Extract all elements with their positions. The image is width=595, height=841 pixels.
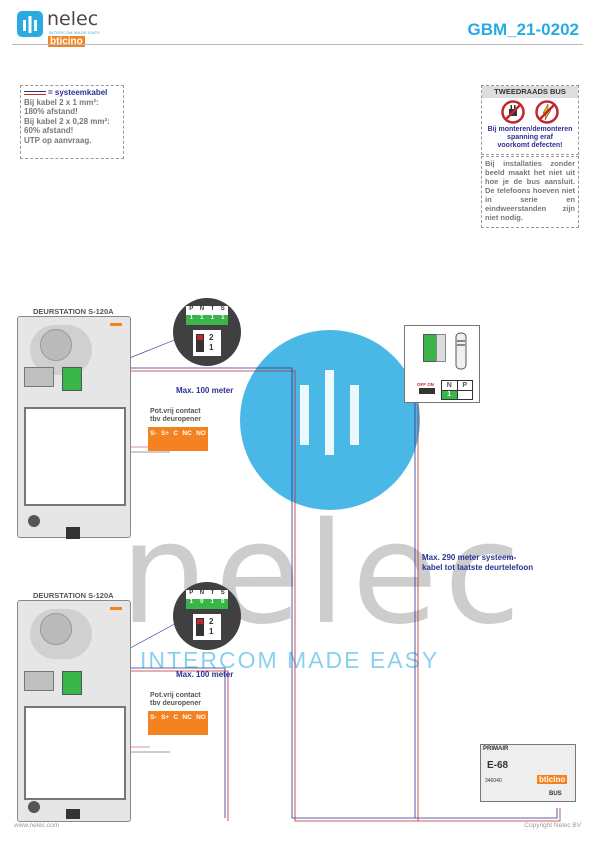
brand-logo-icon	[110, 323, 122, 326]
legend-line: 60% afstand!	[24, 126, 74, 135]
mount-hole	[66, 809, 80, 819]
relay-terminal-block: S- S+ C NC NO	[148, 427, 208, 451]
warning-line: Bij monteren/demonteren	[487, 125, 573, 133]
relay-terminal-block: S- S+ C NC NO	[148, 711, 208, 735]
legend-line: Bij kabel 2 x 0,28 mm²:	[24, 116, 110, 126]
terminal-block	[24, 367, 54, 387]
terminal-block	[24, 671, 54, 691]
indoor-phone: OFF ON N P 1	[404, 325, 480, 403]
system-note: Max. 290 meter systeem- kabel tot laatst…	[422, 553, 533, 573]
terminal-label: NO	[196, 430, 206, 437]
power-supply: PRIMAIR E-68 346040 bticino BUS	[480, 744, 576, 802]
nelec-logo-icon	[17, 11, 43, 37]
legend-cable-row: = systeemkabel	[24, 88, 120, 98]
legend-cable-label: = systeemkabel	[48, 88, 108, 97]
module-frame	[24, 706, 126, 800]
contact-line2: tbv deuropener	[150, 700, 201, 707]
switch-zoom: P N T S 1 0 1 0 2 1	[173, 582, 241, 650]
phone-terminal-label	[436, 334, 446, 362]
system-note-line1: Max. 290 meter systeem-	[422, 553, 517, 562]
door-station	[17, 600, 131, 822]
no-plug-icon	[501, 99, 525, 124]
psu-code: 346040	[485, 778, 502, 784]
distance-label: Max. 100 meter	[176, 670, 234, 679]
handset-icon	[455, 332, 467, 370]
legend-box: = systeemkabel Bij kabel 2 x 1 mm²: 180%…	[20, 85, 124, 159]
contact-label: Pot.vrij contact tbv deuropener	[150, 408, 201, 424]
header-divider	[12, 44, 583, 45]
warning-note: Bij installaties zonder beeld maakt het …	[485, 159, 575, 222]
psu-model: E-68	[487, 760, 509, 771]
dip-switch: 2 1	[193, 614, 221, 640]
terminal-green	[62, 671, 82, 695]
switch-label-row: P N T S	[186, 306, 228, 315]
document-id: GBM_21-0202	[467, 20, 579, 39]
terminal-labels: S- S+ C NC NO	[148, 427, 208, 437]
camera-lens	[40, 329, 72, 361]
terminal-label: C	[173, 714, 179, 721]
np-table: N P 1	[441, 380, 473, 400]
terminal-label: S-	[150, 430, 157, 437]
terminal-label: C	[173, 430, 179, 437]
dip-switch: 2 1	[193, 330, 221, 356]
terminal-label: S+	[160, 714, 170, 721]
header: nelec INTERCOM MADE EASY bticino GBM_21-…	[0, 0, 595, 48]
phone-switch	[419, 388, 435, 394]
screw-icon	[28, 515, 40, 527]
footer-copyright: Copyright Nelec BV	[524, 822, 581, 829]
psu-brand: bticino	[537, 775, 568, 784]
screw-icon	[28, 801, 40, 813]
psu-primary-label: PRIMAIR	[483, 746, 509, 752]
switch-label-row: P N T S	[186, 590, 228, 599]
brand-logo-icon	[110, 607, 122, 610]
phone-terminal	[423, 334, 437, 362]
cable-phone-blue	[414, 342, 423, 818]
warning-line: spanning eraf	[507, 133, 553, 141]
switch-zoom: P N T S 1 1 1 1 2 1	[173, 298, 241, 366]
warning-line: voorkomt defecten!	[497, 141, 563, 149]
contact-label: Pot.vrij contact tbv deuropener	[150, 692, 201, 708]
legend-line: Bij kabel 2 x 1 mm²:	[24, 97, 99, 107]
cable-symbol-icon	[24, 90, 46, 95]
warning-title: TWEEDRAADS BUS	[482, 86, 578, 98]
contact-line1: Pot.vrij contact	[150, 408, 201, 415]
phone-switch-label: OFF ON	[417, 382, 434, 387]
warning-icons	[482, 99, 578, 124]
terminal-green	[62, 367, 82, 391]
legend-line: UTP op aanvraag.	[24, 135, 92, 145]
terminal-label: S-	[150, 714, 157, 721]
terminal-label: NO	[196, 714, 206, 721]
terminal-labels: S- S+ C NC NO	[148, 711, 208, 721]
cable-phone-red	[417, 349, 423, 821]
module-frame	[24, 407, 126, 506]
brand-tagline: INTERCOM MADE EASY	[49, 30, 101, 35]
psu-bus-label: BUS	[549, 791, 562, 797]
brand-name: nelec	[47, 8, 99, 30]
station-title: DEURSTATION S-120A	[33, 307, 114, 316]
warning-box: TWEEDRAADS BUS Bij monteren/demonteren s…	[481, 85, 579, 155]
door-station	[17, 316, 131, 539]
terminal-label: NC	[182, 430, 192, 437]
camera-lens	[40, 613, 72, 645]
terminal-label: S+	[160, 430, 170, 437]
brand-partner: bticino	[48, 36, 85, 47]
contact-line2: tbv deuropener	[150, 416, 201, 423]
station-title: DEURSTATION S-120A	[33, 591, 114, 600]
no-voltage-icon	[535, 99, 559, 124]
switch-value-row: 1 0 1 0	[186, 599, 228, 609]
warning-note-box: Bij installaties zonder beeld maakt het …	[481, 156, 579, 228]
distance-label: Max. 100 meter	[176, 386, 234, 395]
contact-line1: Pot.vrij contact	[150, 692, 201, 699]
watermark-tagline: INTERCOM MADE EASY	[140, 647, 440, 673]
footer-url: www.nelec.com	[14, 822, 60, 829]
mount-hole	[66, 527, 80, 539]
system-note-line2: kabel tot laatste deurtelefoon	[422, 563, 534, 572]
switch-value-row: 1 1 1 1	[186, 315, 228, 325]
watermark-circle-icon	[240, 330, 420, 510]
terminal-label: NC	[182, 714, 192, 721]
legend-line: 180% afstand!	[24, 107, 78, 116]
